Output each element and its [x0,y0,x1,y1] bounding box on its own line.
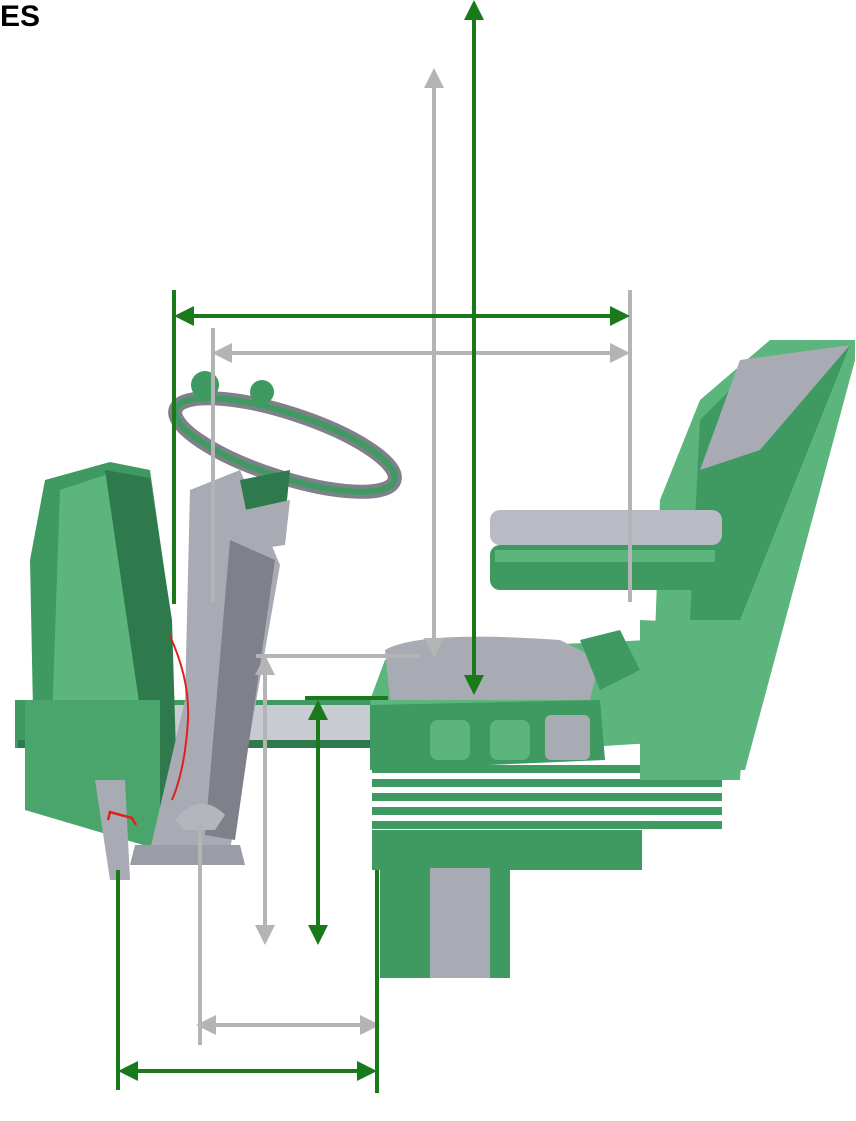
gray-dimensions [196,68,632,1045]
seat-base [372,765,722,978]
seat-icon [370,340,855,780]
dashboard-panel [25,462,178,850]
pedal-icon [95,780,225,880]
figure-label: ES [0,0,41,33]
red-contour-line [169,635,190,801]
red-heel-marker [106,810,138,826]
steering-column [130,470,280,865]
green-dimensions [116,0,630,1093]
